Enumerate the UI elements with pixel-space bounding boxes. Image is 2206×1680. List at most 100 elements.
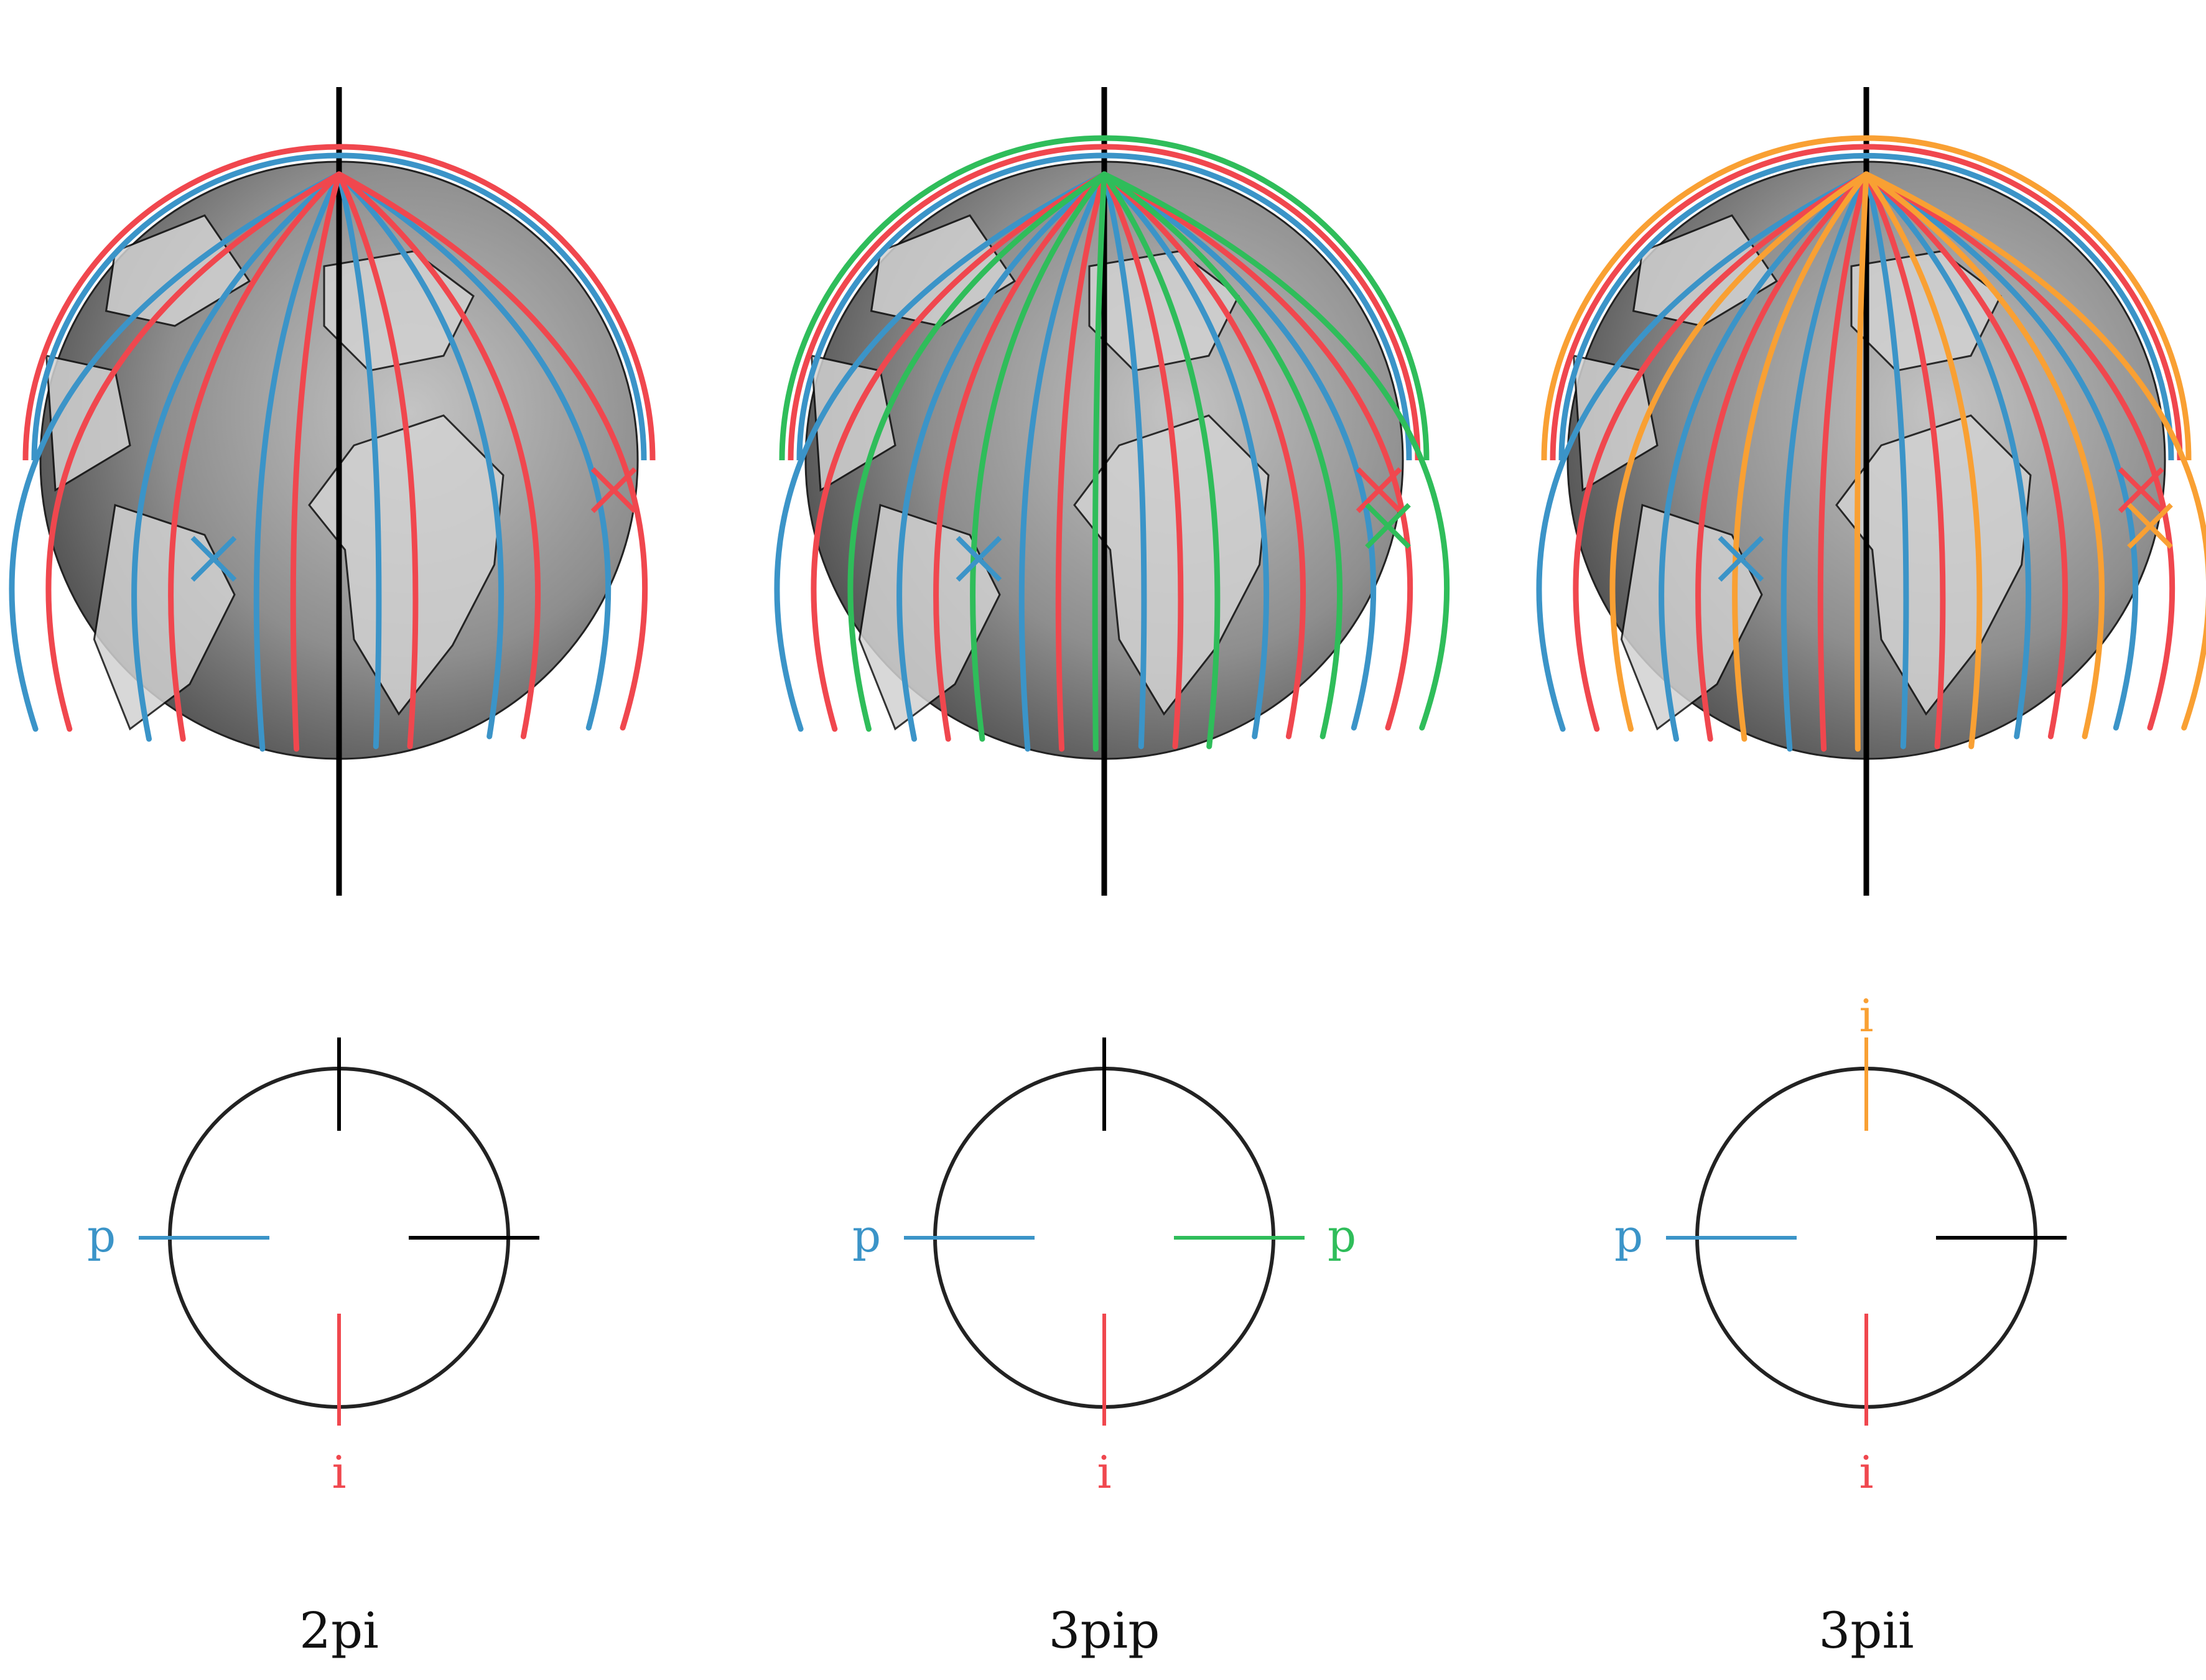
orbit-track-green-1 xyxy=(970,171,1107,742)
start-marker-green xyxy=(1365,503,1411,549)
orbit-set-red xyxy=(22,144,656,752)
orbit-track-red-3 xyxy=(336,171,419,750)
start-marker-stroke-b xyxy=(590,467,637,513)
landmass-3 xyxy=(870,214,1017,327)
orbit-track-orange-4 xyxy=(1863,171,2105,740)
orbit-track-red-2 xyxy=(290,171,342,752)
orbit-track-red-3 xyxy=(1101,171,1184,750)
orbit-set-green xyxy=(779,135,1450,752)
orbit-ring-blue xyxy=(796,152,1412,461)
landmass-3 xyxy=(1632,214,1779,327)
orbit-track-green-3 xyxy=(1101,171,1221,750)
orbit-track-red-5 xyxy=(336,171,648,731)
plane-label-bottom: i xyxy=(332,1446,346,1498)
start-marker-blue xyxy=(1718,536,1764,582)
plane-label-top: i xyxy=(1859,990,1873,1042)
orbit-set-blue xyxy=(774,152,1412,752)
start-marker-red xyxy=(2118,467,2164,513)
plane-label-left: p xyxy=(87,1210,116,1262)
orbit-track-orange-1 xyxy=(1732,171,1869,742)
orbit-set-orange xyxy=(1541,135,2206,752)
plane-label-left: p xyxy=(1614,1210,1643,1262)
orbit-track-blue-2 xyxy=(1780,171,1869,752)
orbit-track-blue-0 xyxy=(774,171,1107,732)
orbit-track-blue-2 xyxy=(253,171,342,752)
landmass-0 xyxy=(1835,414,2032,716)
plane-label-bottom: i xyxy=(1097,1446,1111,1498)
orbit-track-blue-3 xyxy=(336,171,382,750)
orbit-track-blue-0 xyxy=(9,171,342,732)
panel-2pi: pi xyxy=(9,87,656,1498)
orbit-track-red-4 xyxy=(1863,171,2069,740)
orbit-track-green-5 xyxy=(1101,171,1450,731)
orbit-set-blue xyxy=(1536,152,2174,752)
orbit-track-blue-4 xyxy=(1863,171,2032,740)
orbit-track-red-4 xyxy=(1101,171,1306,740)
landmass-1 xyxy=(1620,504,1763,731)
orbit-track-blue-1 xyxy=(1659,171,1869,742)
orbit-track-red-2 xyxy=(1055,171,1107,752)
orbit-track-red-0 xyxy=(1573,171,1869,732)
orbit-track-red-1 xyxy=(168,171,342,742)
orbit-ring-red xyxy=(22,144,656,461)
panel-3pii: i p i xyxy=(1536,87,2206,1498)
panel-caption-3pii: 3pii xyxy=(1818,1602,1914,1659)
orbit-track-blue-5 xyxy=(1101,171,1377,731)
orbit-track-orange-5 xyxy=(1863,171,2206,731)
orbit-track-blue-1 xyxy=(896,171,1107,742)
orbit-track-red-3 xyxy=(1863,171,1946,750)
plane-label-bottom: i xyxy=(1859,1446,1873,1498)
start-marker-blue xyxy=(190,536,237,582)
orbit-track-blue-5 xyxy=(1863,171,2139,731)
orbit-track-red-0 xyxy=(45,171,342,732)
landmass-0 xyxy=(308,414,505,716)
panel-caption-3pip: 3pip xyxy=(1048,1602,1160,1659)
orbit-track-blue-4 xyxy=(336,171,505,740)
orbit-track-blue-2 xyxy=(1018,171,1107,752)
orbit-track-orange-2 xyxy=(1854,171,1869,752)
orbit-track-blue-0 xyxy=(1536,171,1869,732)
orbit-set-blue xyxy=(9,152,647,752)
panel-3pip: p p i xyxy=(774,87,1450,1498)
panel-caption-2pi: 2pi xyxy=(299,1602,379,1659)
orbit-track-red-4 xyxy=(336,171,541,740)
orbit-track-red-0 xyxy=(811,171,1107,732)
orbit-track-green-4 xyxy=(1101,171,1343,740)
orbit-track-red-1 xyxy=(1695,171,1869,742)
start-marker-stroke-b xyxy=(1718,536,1764,582)
orbit-ring-green xyxy=(779,135,1430,461)
orbit-track-red-5 xyxy=(1101,171,1413,731)
plane-schematic: p p i xyxy=(852,1037,1356,1498)
orbit-track-orange-0 xyxy=(1609,171,1869,732)
orbit-ring-blue xyxy=(31,152,647,461)
orbit-ring-blue xyxy=(1558,152,2174,461)
start-marker-stroke-b xyxy=(1356,467,1402,513)
start-marker-stroke-b xyxy=(2118,467,2164,513)
start-marker-stroke-b xyxy=(1365,503,1411,549)
landmass-1 xyxy=(93,504,236,731)
landmass-0 xyxy=(1073,414,1270,716)
orbit-track-green-0 xyxy=(847,171,1107,732)
orbit-ring-orange xyxy=(1541,135,2192,461)
plane-schematic: i p i xyxy=(1614,990,2067,1498)
orbit-track-blue-4 xyxy=(1101,171,1270,740)
orbit-track-blue-3 xyxy=(1863,171,1909,750)
plane-schematic: pi xyxy=(87,1037,539,1498)
start-marker-stroke-b xyxy=(2127,503,2173,549)
orbit-track-green-2 xyxy=(1092,171,1107,752)
plane-label-right: p xyxy=(1328,1210,1356,1262)
plane-label-left: p xyxy=(852,1210,881,1262)
orbit-track-blue-5 xyxy=(336,171,612,731)
orbit-track-orange-3 xyxy=(1863,171,1983,750)
orbit-ring-red xyxy=(1550,144,2183,461)
start-marker-stroke-b xyxy=(190,536,237,582)
start-marker-red xyxy=(1356,467,1402,513)
orbit-set-red xyxy=(1550,144,2183,752)
orbit-set-red xyxy=(788,144,1421,752)
orbit-track-red-1 xyxy=(933,171,1107,742)
orbit-track-red-5 xyxy=(1863,171,2176,731)
start-marker-orange xyxy=(2127,503,2173,549)
start-marker-stroke-b xyxy=(956,536,1002,582)
orbit-track-blue-1 xyxy=(131,171,342,742)
